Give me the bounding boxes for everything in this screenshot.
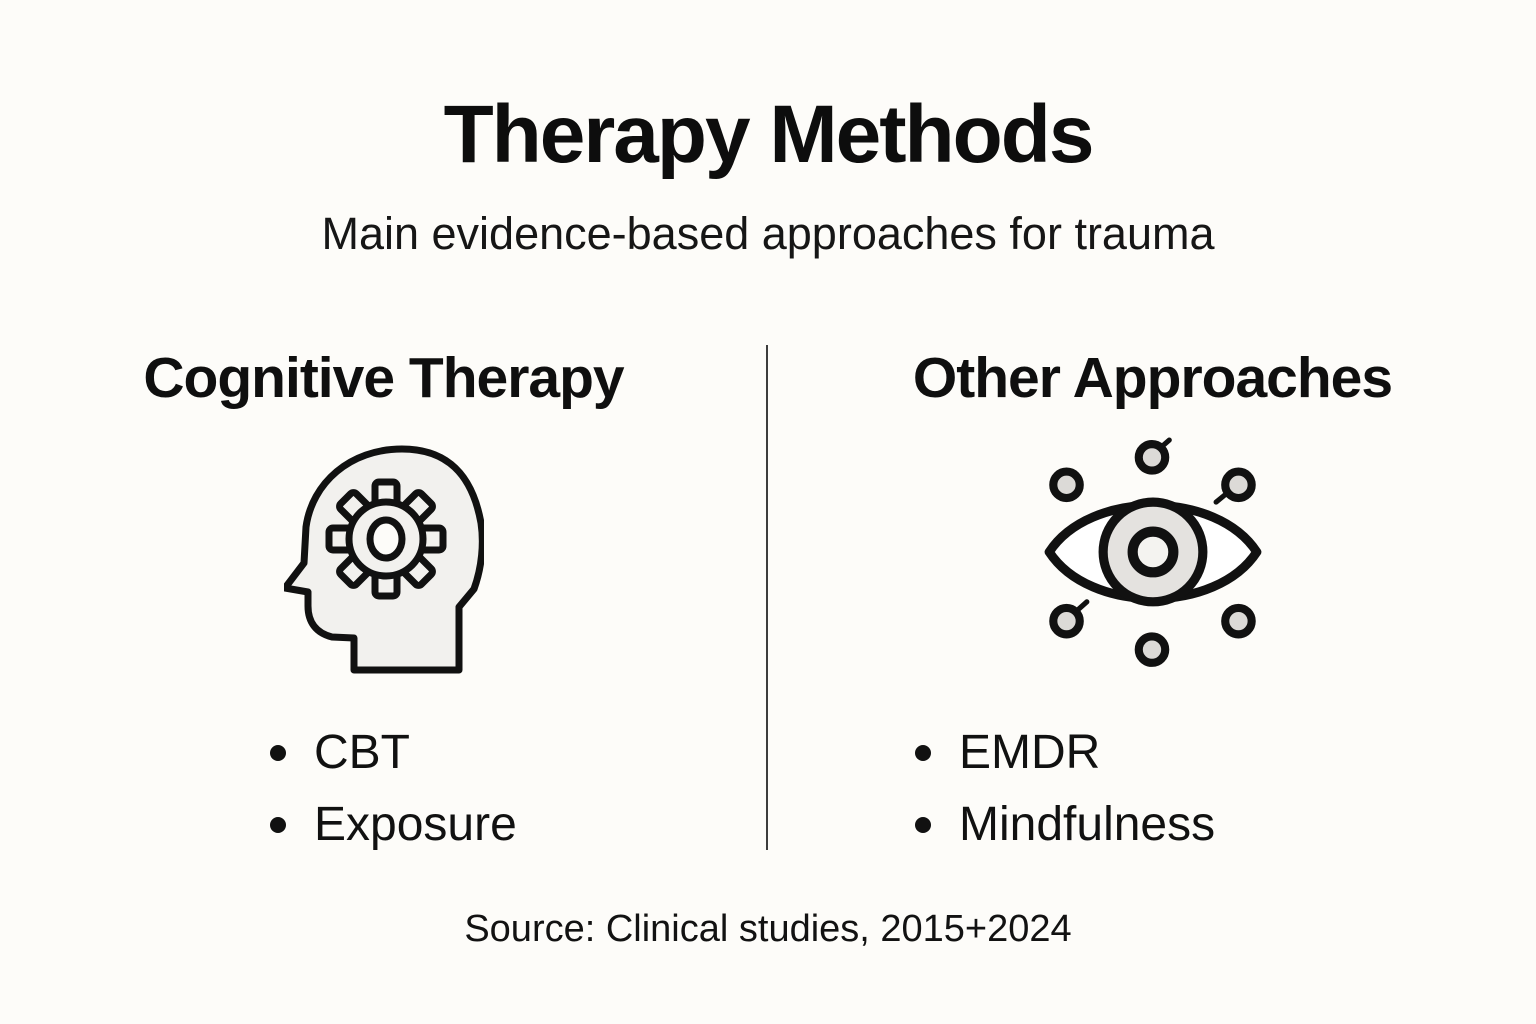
bullet-list-other: EMDR Mindfulness bbox=[915, 717, 1215, 861]
column-heading-cognitive-therapy: Cognitive Therapy bbox=[143, 346, 624, 410]
bullet-list-cognitive: CBT Exposure bbox=[270, 717, 517, 861]
column-cognitive-therapy: Cognitive Therapy bbox=[0, 345, 767, 905]
eye-emdr-icon bbox=[769, 437, 1536, 671]
column-other-approaches: Other Approaches bbox=[769, 345, 1536, 905]
list-item: Mindfulness bbox=[915, 789, 1215, 861]
list-item: Exposure bbox=[270, 789, 517, 861]
column-divider bbox=[766, 345, 768, 850]
column-heading-other-approaches: Other Approaches bbox=[912, 346, 1393, 410]
footer-source: Source: Clinical studies, 2015+2024 bbox=[464, 908, 1072, 950]
list-item: CBT bbox=[270, 717, 517, 789]
list-item: EMDR bbox=[915, 717, 1215, 789]
page-subtitle: Main evidence-based approaches for traum… bbox=[321, 208, 1215, 259]
page-title: Therapy Methods bbox=[443, 89, 1095, 180]
head-gear-icon bbox=[0, 445, 767, 677]
